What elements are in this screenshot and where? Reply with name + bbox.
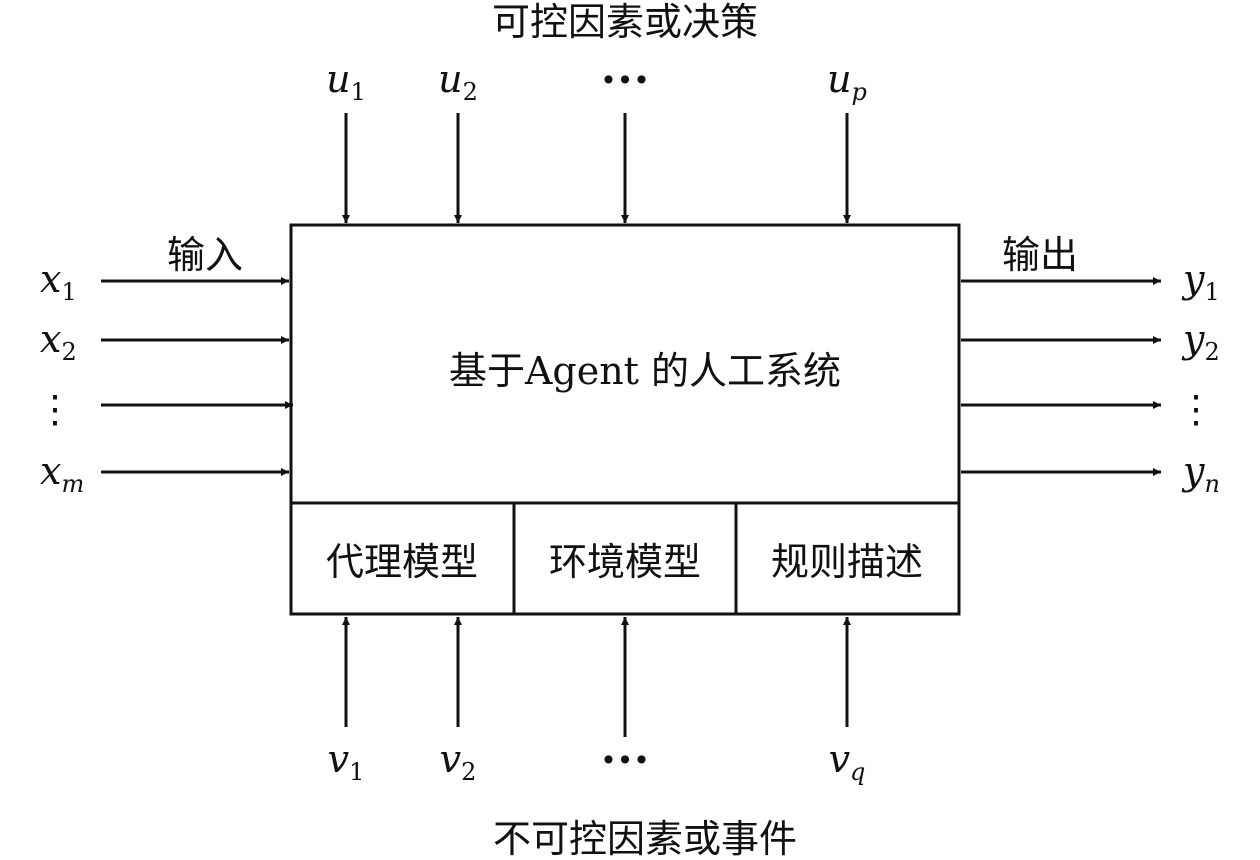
ellipsis-left: ⋮: [36, 387, 74, 431]
label-y2: y2: [1181, 317, 1220, 366]
module-environment-model: 环境模型: [549, 540, 701, 584]
label-y1: y1: [1181, 257, 1220, 306]
uncontrollable-factors-label: 不可控因素或事件: [493, 817, 797, 860]
ellipsis-right: ⋮: [1177, 387, 1215, 431]
label-v2: v2: [440, 737, 477, 786]
label-x1: x1: [40, 257, 77, 306]
label-x2: x2: [40, 317, 77, 366]
label-vq: vq: [829, 737, 866, 786]
ellipsis-top: •••: [600, 64, 650, 97]
input-label: 输入: [167, 233, 243, 277]
system-title: 基于Agent 的人工系统: [449, 349, 841, 393]
label-yn: yn: [1181, 449, 1220, 498]
label-up: up: [827, 57, 867, 106]
system-box: [289, 223, 961, 616]
module-rule-description: 规则描述: [771, 540, 923, 584]
module-agent-model: 代理模型: [326, 540, 478, 584]
controllable-factors-label: 可控因素或决策: [492, 0, 758, 44]
ellipsis-bottom: •••: [600, 744, 650, 777]
output-label: 输出: [1002, 233, 1078, 277]
label-u2: u2: [438, 57, 478, 106]
label-u1: u1: [326, 57, 366, 106]
label-v1: v1: [328, 737, 365, 786]
label-xm: xm: [40, 449, 84, 498]
